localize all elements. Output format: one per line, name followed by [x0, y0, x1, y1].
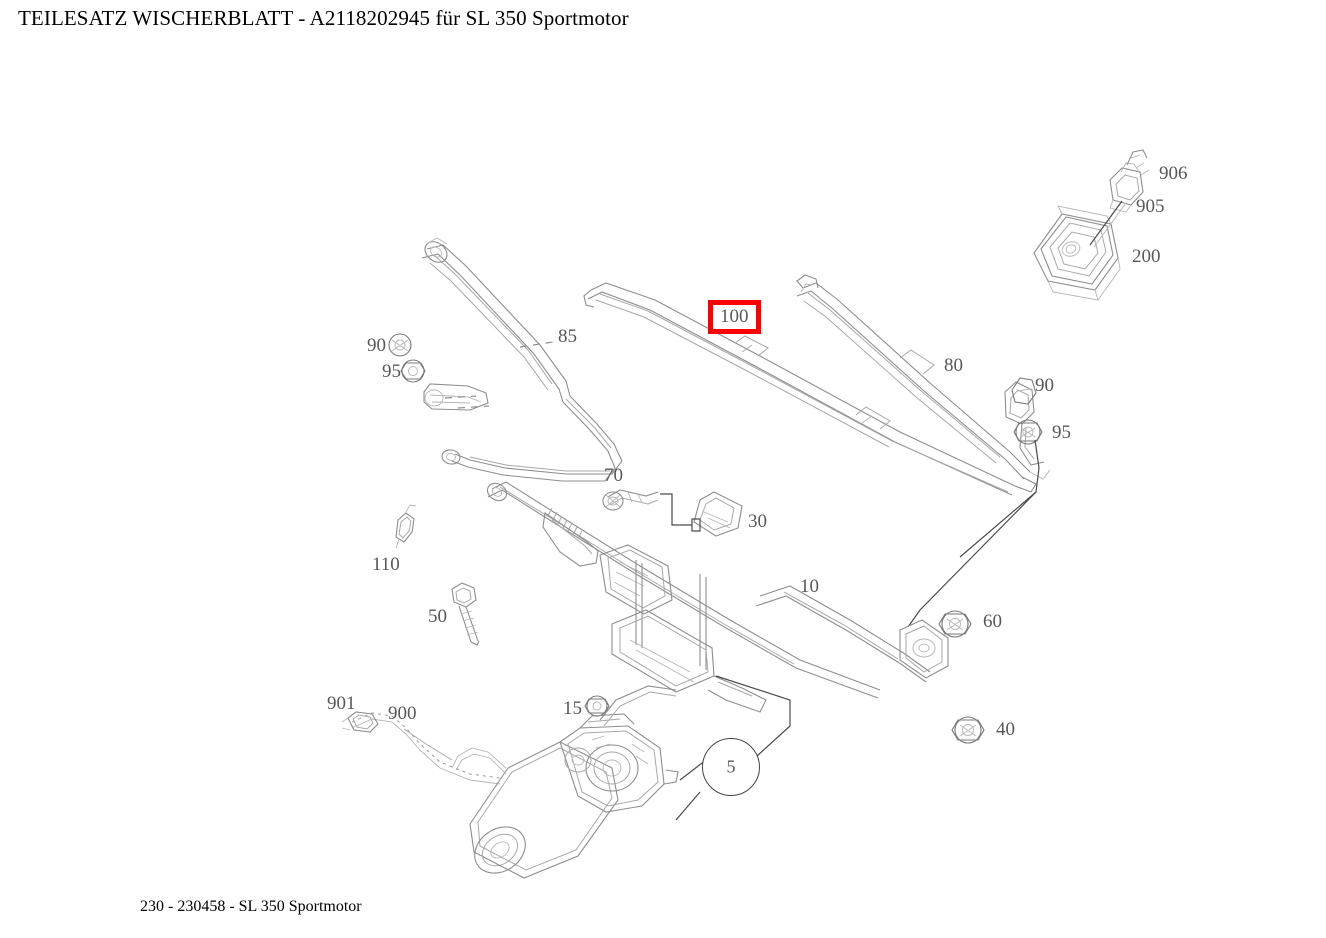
callout-circle-5: 5	[702, 738, 760, 796]
part-label-70: 70	[604, 465, 623, 486]
part-80-right-wiper-arm	[796, 274, 1051, 480]
part-label-901: 901	[327, 693, 356, 714]
part-label-60: 60	[983, 611, 1002, 632]
part-90-washer-left	[388, 333, 412, 357]
part-50-screw	[451, 582, 480, 646]
part-label-85: 85	[558, 326, 577, 347]
part-95-nut-right	[1013, 419, 1043, 445]
part-label-100-highlighted: 100	[708, 300, 761, 334]
part-label-95-left: 95	[382, 361, 401, 382]
part-label-15: 15	[563, 698, 582, 719]
part-label-200: 200	[1132, 246, 1161, 267]
part-label-40: 40	[996, 719, 1015, 740]
part-label-30: 30	[748, 511, 767, 532]
part-label-95-right: 95	[1052, 422, 1071, 443]
part-90-washer-right	[1011, 377, 1037, 405]
part-40-nut	[951, 716, 985, 744]
part-label-10: 10	[800, 576, 819, 597]
part-200-reservoir-group	[1033, 205, 1121, 301]
part-label-110: 110	[372, 554, 400, 575]
part-label-905: 905	[1136, 196, 1165, 217]
part-900-hose	[351, 712, 501, 785]
part-906-clip-group	[1126, 149, 1150, 176]
part-905-nozzle-group	[1109, 162, 1144, 213]
part-100-wiper-blade	[583, 282, 1037, 496]
part-110-clip	[395, 504, 417, 549]
part-label-906: 906	[1159, 163, 1188, 184]
wiper-motor-assembly	[451, 685, 679, 879]
part-901-grommet	[341, 711, 379, 733]
page-footer: 230 - 230458 - SL 350 Sportmotor	[140, 898, 362, 915]
part-85-left-wiper-arm	[421, 237, 623, 482]
part-10-linkage-frame	[486, 481, 949, 713]
part-60-nut	[938, 610, 972, 638]
part-label-90-left: 90	[367, 335, 386, 356]
part-label-900: 900	[388, 703, 417, 724]
part-95-nut-left	[400, 359, 426, 383]
part-label-80: 80	[944, 355, 963, 376]
callout-circle-label: 5	[726, 756, 736, 777]
part-70-crank	[602, 489, 659, 511]
part-label-50: 50	[428, 606, 447, 627]
part-label-90-right: 90	[1035, 375, 1054, 396]
page-title: TEILESATZ WISCHERBLATT - A2118202945 für…	[18, 6, 629, 30]
